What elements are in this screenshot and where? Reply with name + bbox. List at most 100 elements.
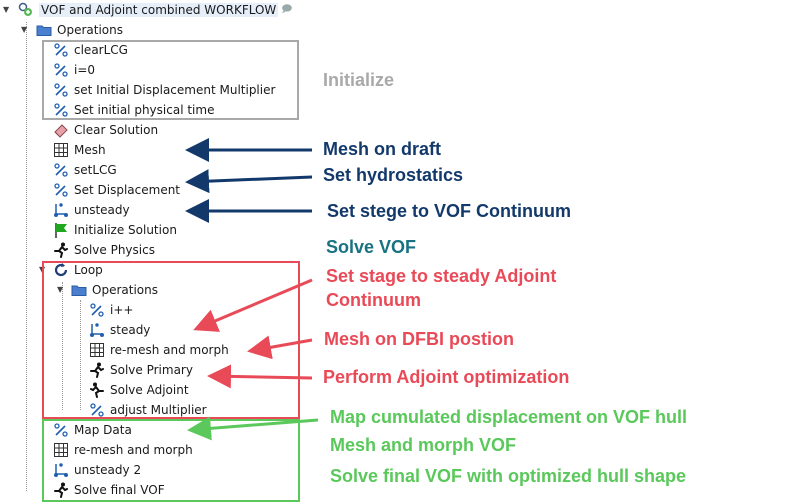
tree-item-label: i=0	[74, 63, 96, 77]
annotation-set-hydrostatics: Set hydrostatics	[323, 165, 464, 185]
tree-item-adjust-multiplier[interactable]: adjust Multiplier	[89, 400, 207, 420]
tree-item-initialize-solution[interactable]: Initialize Solution	[53, 220, 177, 240]
eraser-icon	[53, 122, 69, 138]
tree-item-label: Mesh	[74, 143, 106, 157]
tree-item-remesh-morph-2[interactable]: re-mesh and morph	[53, 440, 193, 460]
set-parameter-icon	[53, 62, 69, 78]
set-parameter-icon	[53, 422, 69, 438]
tree-item-label: Map Data	[74, 423, 132, 437]
mesh-grid-icon	[89, 342, 105, 358]
expand-toggle-icon[interactable]: ▼	[57, 285, 64, 294]
expand-toggle-icon[interactable]: ▼	[3, 5, 10, 14]
stage-icon	[53, 462, 69, 478]
arrow-set-stage-steady	[193, 278, 313, 332]
runner-reverse-icon	[89, 382, 105, 398]
annotation-set-stage-vof: Set stege to VOF Continuum	[327, 201, 572, 221]
mesh-grid-icon	[53, 142, 69, 158]
tree-root[interactable]: VOF and Adjoint combined WORKFLOW 🗩	[18, 0, 292, 20]
tree-item-label: adjust Multiplier	[110, 403, 207, 417]
tree-item-operations[interactable]: Operations	[36, 20, 123, 40]
tree-item-solve-primary[interactable]: Solve Primary	[89, 360, 193, 380]
tree-item-set-displacement[interactable]: Set Displacement	[53, 180, 180, 200]
set-parameter-icon	[53, 162, 69, 178]
tree-item-remesh-morph[interactable]: re-mesh and morph	[89, 340, 229, 360]
tree-item-loop-operations[interactable]: Operations	[71, 280, 158, 300]
tree-item-unsteady[interactable]: unsteady	[53, 200, 130, 220]
annotation-set-stage-steady-line1: Set stage to steady Adjoint	[326, 266, 557, 286]
set-parameter-icon	[53, 102, 69, 118]
annotation-mesh-on-dfbi: Mesh on DFBI postion	[324, 329, 514, 349]
loop-icon	[53, 262, 69, 278]
tree-item-clearlcg[interactable]: clearLCG	[53, 40, 128, 60]
runner-icon	[53, 242, 69, 258]
stage-icon	[53, 202, 69, 218]
tree-guide-line	[80, 300, 81, 410]
annotation-initialize: Initialize	[323, 70, 395, 90]
tree-item-set-initial-time[interactable]: Set initial physical time	[53, 100, 214, 120]
tree-item-clear-solution[interactable]: Clear Solution	[53, 120, 158, 140]
tree-item-label: Solve Primary	[110, 363, 193, 377]
arrow-mesh-dfbi	[247, 335, 313, 360]
annotation-mesh-morph-vof: Mesh and morph VOF	[330, 435, 517, 455]
tree-item-label: Set initial physical time	[74, 103, 215, 117]
tree-item-solve-final-vof[interactable]: Solve final VOF	[53, 480, 165, 500]
annotation-solve-vof: Solve VOF	[326, 237, 417, 257]
loop-group-box	[42, 261, 300, 419]
arrow-adjoint-optimization	[207, 364, 313, 389]
comment-icon: 🗩	[281, 3, 293, 15]
tree-item-loop[interactable]: Loop	[53, 260, 103, 280]
annotation-perform-adjoint: Perform Adjoint optimization	[323, 367, 570, 387]
runner-icon	[53, 482, 69, 498]
annotation-mesh-on-draft: Mesh on draft	[323, 139, 442, 159]
tree-item-i-plus-plus[interactable]: i++	[89, 300, 133, 320]
tree-item-i0[interactable]: i=0	[53, 60, 95, 80]
tree-item-label: Initialize Solution	[74, 223, 177, 237]
folder-icon	[71, 282, 87, 298]
annotation-solve-final-opt: Solve final VOF with optimized hull shap…	[330, 466, 687, 486]
annotation-map-cumulated: Map cumulated displacement on VOF hull	[330, 407, 688, 427]
green-flag-icon	[53, 222, 69, 238]
final-group-box	[42, 419, 300, 502]
tree-item-label: clearLCG	[74, 43, 128, 57]
annotation-set-stage-steady-line2: Continuum	[326, 290, 421, 310]
stage-icon	[89, 322, 105, 338]
tree-item-label: setLCG	[74, 163, 117, 177]
set-parameter-icon	[53, 42, 69, 58]
tree-root-label: VOF and Adjoint combined WORKFLOW	[39, 3, 279, 17]
tree-guide-line	[62, 282, 63, 410]
set-parameter-icon	[89, 402, 105, 418]
tree-item-label: set Initial Displacement Multiplier	[74, 83, 276, 97]
tree-item-label: Loop	[74, 263, 103, 277]
tree-item-solve-physics[interactable]: Solve Physics	[53, 240, 155, 260]
tree-item-label: Set Displacement	[74, 183, 181, 197]
runner-icon	[89, 362, 105, 378]
set-parameter-icon	[53, 182, 69, 198]
tree-item-label: steady	[110, 323, 151, 337]
folder-icon	[36, 22, 52, 38]
tree-item-label: re-mesh and morph	[74, 443, 193, 457]
tree-item-label: Clear Solution	[74, 123, 159, 137]
tree-item-label: Operations	[57, 23, 123, 37]
tree-item-label: re-mesh and morph	[110, 343, 229, 357]
tree-item-label: Solve Adjoint	[110, 383, 189, 397]
tree-item-solve-adjoint[interactable]: Solve Adjoint	[89, 380, 189, 400]
set-parameter-icon	[53, 82, 69, 98]
workflow-icon	[18, 2, 34, 18]
mesh-grid-icon	[53, 442, 69, 458]
tree-item-label: unsteady	[74, 203, 130, 217]
tree-item-label: i++	[110, 303, 134, 317]
initialize-group-box	[42, 40, 299, 120]
tree-item-steady[interactable]: steady	[89, 320, 150, 340]
arrow-map-cumulated	[187, 416, 319, 441]
tree-item-setlcg[interactable]: setLCG	[53, 160, 117, 180]
tree-item-label: Solve final VOF	[74, 483, 165, 497]
tree-item-mesh[interactable]: Mesh	[53, 140, 106, 160]
tree-guide-line	[26, 22, 27, 491]
tree-item-unsteady-2[interactable]: unsteady 2	[53, 460, 141, 480]
expand-toggle-icon[interactable]: ▼	[21, 25, 28, 34]
tree-item-label: Solve Physics	[74, 243, 155, 257]
tree-item-label: unsteady 2	[74, 463, 142, 477]
tree-item-set-initial-displacement[interactable]: set Initial Displacement Multiplier	[53, 80, 275, 100]
tree-item-map-data[interactable]: Map Data	[53, 420, 132, 440]
